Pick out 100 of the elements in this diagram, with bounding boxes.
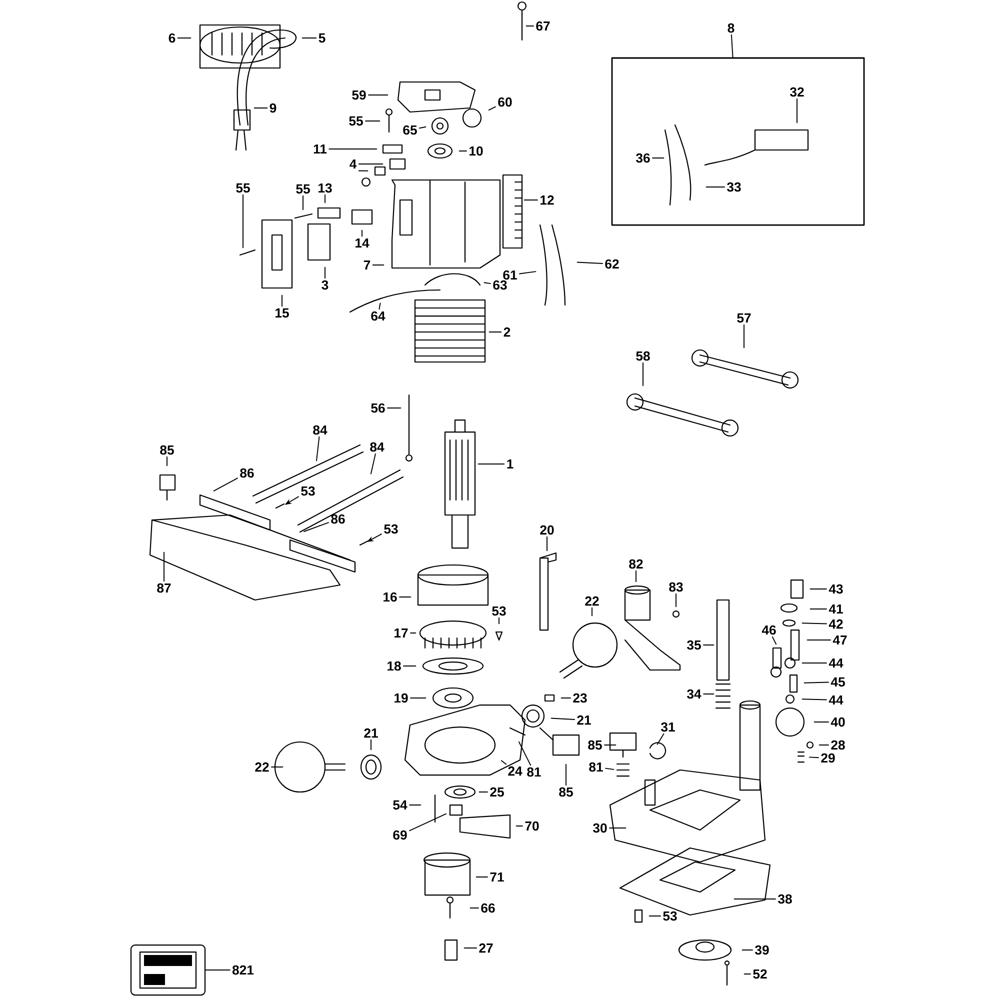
callout-number: 46 bbox=[762, 625, 776, 635]
callout-number: 42 bbox=[828, 619, 843, 629]
callout-number: 71 bbox=[490, 872, 504, 882]
callout-number: 4 bbox=[350, 159, 357, 169]
leader-line bbox=[409, 813, 447, 832]
callout-number: 30 bbox=[593, 823, 607, 833]
callout-number: 28 bbox=[831, 740, 845, 750]
callout-number: 3 bbox=[322, 280, 328, 290]
callout-number: 13 bbox=[318, 183, 332, 193]
leader-line bbox=[500, 760, 507, 765]
leader-line bbox=[378, 302, 381, 310]
leader-line bbox=[796, 98, 798, 124]
leader-line bbox=[703, 644, 714, 646]
leader-line bbox=[484, 282, 491, 284]
leader-line bbox=[242, 194, 244, 248]
callout-number: 53 bbox=[492, 606, 506, 616]
leader-line bbox=[802, 622, 827, 624]
callout-number: 84 bbox=[370, 442, 384, 452]
leader-line bbox=[772, 636, 777, 645]
callout-number: 52 bbox=[753, 969, 767, 979]
leader-line bbox=[734, 898, 776, 900]
callout-number: 15 bbox=[276, 308, 289, 318]
callout-number: 53 bbox=[301, 486, 315, 496]
callout-number: 87 bbox=[157, 583, 171, 593]
callout-number: 55 bbox=[236, 183, 250, 193]
leader-line bbox=[518, 741, 532, 766]
leader-line bbox=[519, 271, 536, 274]
leader-line bbox=[804, 682, 829, 684]
leader-line bbox=[328, 148, 378, 150]
leader-line bbox=[419, 126, 426, 129]
leader-line bbox=[498, 617, 500, 624]
leader-line bbox=[372, 264, 384, 266]
callout-number: 85 bbox=[588, 740, 602, 750]
callout-number: 22 bbox=[585, 596, 599, 606]
leader-line bbox=[399, 596, 412, 598]
callout-number: 31 bbox=[661, 722, 675, 732]
callout-number: 20 bbox=[540, 525, 554, 535]
callout-number: 35 bbox=[687, 640, 701, 650]
leader-line bbox=[808, 756, 819, 758]
leader-line bbox=[550, 718, 575, 720]
callout-number: 18 bbox=[388, 661, 401, 671]
callout-number: 70 bbox=[525, 821, 539, 831]
leader-line bbox=[166, 456, 168, 466]
leader-line bbox=[324, 194, 326, 204]
label-sticker-drawing bbox=[130, 944, 206, 996]
leader-line bbox=[802, 662, 827, 664]
callout-number: 62 bbox=[605, 259, 619, 269]
callout-number: 11 bbox=[314, 144, 327, 154]
callout-number: 5 bbox=[318, 33, 326, 43]
callout-number: 29 bbox=[821, 753, 835, 763]
callout-number: 1 bbox=[507, 459, 514, 469]
leader-line bbox=[605, 768, 614, 770]
callout-number: 17 bbox=[394, 628, 408, 638]
callout-number: 19 bbox=[394, 693, 408, 703]
callout-number: 54 bbox=[393, 800, 408, 810]
callout-number: 16 bbox=[384, 592, 397, 602]
leader-line bbox=[409, 804, 422, 806]
callout-number: 83 bbox=[669, 582, 683, 592]
leader-line bbox=[324, 266, 326, 279]
callout-number: 57 bbox=[737, 313, 751, 323]
leader-line bbox=[370, 739, 372, 750]
callout-number: 21 bbox=[577, 715, 591, 725]
callout-number: 86 bbox=[331, 514, 345, 524]
callout-number: 86 bbox=[240, 468, 254, 478]
callout-number: 40 bbox=[830, 717, 845, 727]
leader-line bbox=[802, 698, 827, 700]
callout-number: 32 bbox=[790, 87, 804, 97]
callout-number: 38 bbox=[778, 894, 792, 904]
callout-number: 56 bbox=[371, 403, 385, 413]
leader-line bbox=[810, 588, 827, 590]
callout-number: 34 bbox=[687, 689, 702, 699]
callout-number: 81 bbox=[589, 762, 603, 772]
leader-line bbox=[370, 453, 376, 474]
callout-number: 8 bbox=[728, 23, 734, 33]
leader-line bbox=[358, 170, 368, 172]
callout-number: 69 bbox=[393, 830, 407, 840]
callout-number: 63 bbox=[493, 280, 507, 290]
leader-line bbox=[730, 34, 734, 58]
callout-number: 65 bbox=[403, 125, 417, 135]
leader-line bbox=[642, 362, 644, 386]
leader-line bbox=[365, 120, 380, 122]
callout-number: 60 bbox=[498, 97, 512, 107]
leader-line bbox=[458, 150, 467, 152]
leader-line bbox=[604, 744, 616, 746]
callout-number: 55 bbox=[296, 184, 310, 194]
callout-number: 67 bbox=[536, 21, 550, 31]
leader-line bbox=[576, 262, 603, 264]
callout-number: 81 bbox=[527, 767, 541, 777]
callout-number: 53 bbox=[384, 524, 398, 534]
callout-number: 25 bbox=[490, 787, 504, 797]
leader-line bbox=[368, 94, 388, 96]
callout-number: 821 bbox=[232, 965, 254, 975]
callout-number: 9 bbox=[270, 103, 276, 113]
callout-number: 6 bbox=[168, 33, 176, 43]
callout-number: 64 bbox=[371, 311, 386, 321]
callout-number: 2 bbox=[504, 327, 510, 337]
callout-number: 82 bbox=[629, 559, 643, 569]
callout-number: 27 bbox=[479, 943, 493, 953]
callout-number: 44 bbox=[828, 695, 844, 705]
callout-number: 44 bbox=[828, 658, 844, 668]
